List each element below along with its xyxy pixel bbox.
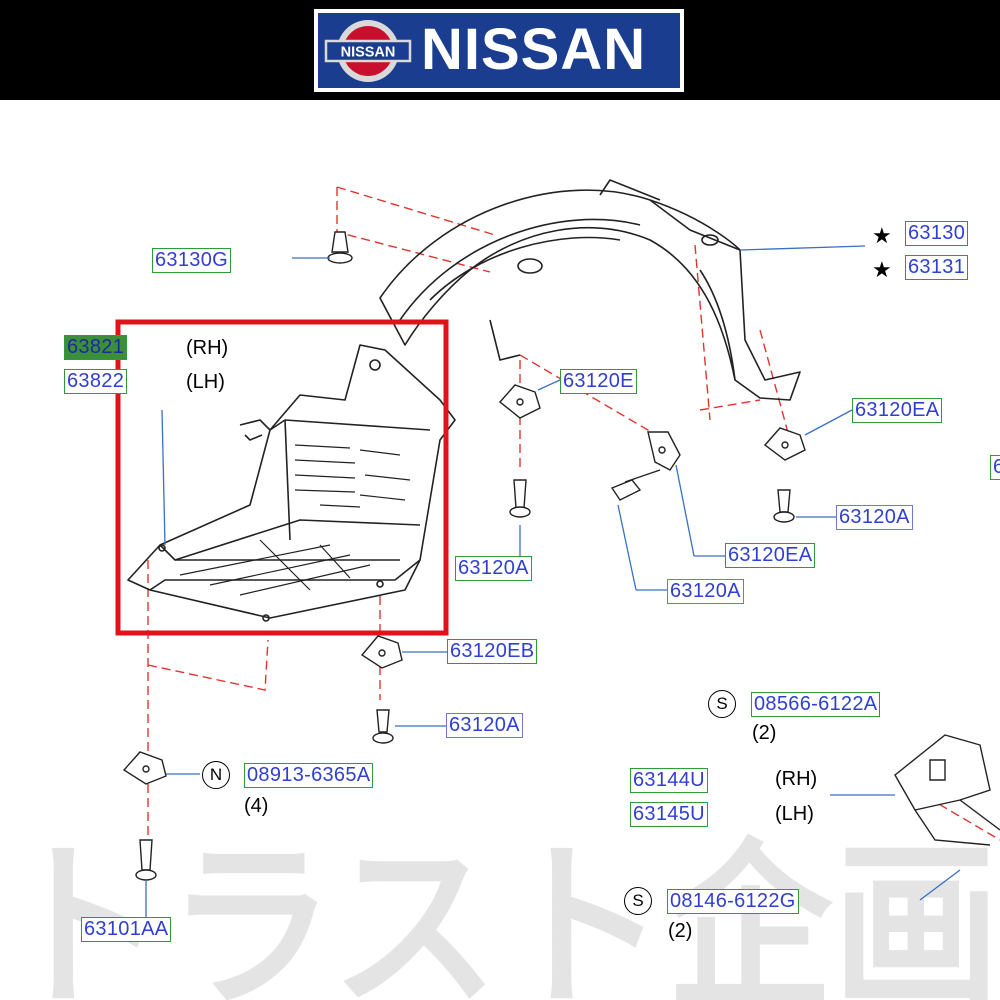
hardware: [122, 231, 1000, 881]
watermark: トラスト企画: [0, 824, 1000, 1000]
logo-background: NISSAN NISSAN: [318, 13, 680, 88]
lh-note-2: (LH): [775, 803, 814, 825]
clip-63120eb: [360, 635, 403, 669]
splash-shield-ribs: [179, 444, 411, 596]
nissan-wordmark: NISSAN: [421, 17, 647, 82]
bracket-63144u: [894, 734, 1000, 846]
quantity-4: (4): [244, 795, 269, 817]
star-icon: ★: [872, 257, 892, 282]
part-label-08913-6365a[interactable]: 08913-6365A: [244, 763, 374, 788]
part-label-63120a-right[interactable]: 63120A: [836, 505, 913, 530]
header-bar: NISSAN NISSAN: [0, 0, 1000, 100]
star-icon: ★: [872, 223, 892, 248]
nissan-logo: NISSAN NISSAN: [314, 9, 684, 92]
part-label-63120eb[interactable]: 63120EB: [447, 639, 538, 664]
part-label-63120a-left[interactable]: 63120A: [455, 556, 532, 581]
bolt-63120a-mid: [610, 469, 661, 501]
s-circle-icon: S: [624, 887, 652, 915]
part-label-08146-6122g[interactable]: 08146-6122G: [667, 889, 799, 914]
screw-63120a-upper: [509, 479, 531, 518]
part-label-partial[interactable]: 6: [990, 455, 1000, 480]
bracket-63120ea-mid: [647, 431, 681, 471]
part-label-63145u[interactable]: 63145U: [630, 802, 708, 827]
n-circle-icon: N: [202, 761, 230, 789]
fender-liner: [379, 179, 801, 401]
part-label-63120a-lower[interactable]: 63120A: [446, 713, 523, 738]
clip-63120ea-right: [763, 427, 806, 461]
rh-note: (RH): [186, 337, 229, 359]
lh-note: (LH): [186, 371, 225, 393]
part-label-63130g[interactable]: 63130G: [152, 248, 231, 273]
part-label-08566-6122a[interactable]: 08566-6122A: [751, 692, 881, 717]
part-label-63120a-mid[interactable]: 63120A: [667, 579, 744, 604]
part-label-63144u[interactable]: 63144U: [630, 768, 708, 793]
clip-63120e: [498, 384, 541, 419]
part-label-63101aa[interactable]: 63101AA: [81, 917, 172, 942]
s-circle-icon: S: [708, 690, 736, 718]
screw-63120a-right: [773, 489, 795, 523]
part-label-63120e[interactable]: 63120E: [560, 369, 637, 394]
highlight-box: [115, 319, 449, 636]
clip-08913: [122, 751, 167, 785]
screw-63120a-lower: [372, 709, 394, 744]
part-label-63822[interactable]: 63822: [64, 369, 128, 394]
part-label-63821[interactable]: 63821: [64, 335, 128, 360]
part-label-63130[interactable]: 63130: [905, 221, 969, 246]
screw-63101aa: [135, 839, 157, 881]
quantity-2: (2): [668, 920, 693, 942]
part-label-63131[interactable]: 63131: [905, 255, 969, 280]
part-label-63120ea-right[interactable]: 63120EA: [852, 398, 943, 423]
splash-shield: [127, 344, 456, 622]
nissan-emblem-icon: NISSAN: [324, 20, 412, 82]
part-label-63120ea-mid[interactable]: 63120EA: [725, 543, 816, 568]
clip-63130g: [327, 231, 353, 264]
callout-lines: [145, 245, 961, 920]
quantity-2: (2): [752, 722, 777, 744]
emblem-text: NISSAN: [341, 45, 396, 61]
rh-note-2: (RH): [775, 768, 818, 790]
